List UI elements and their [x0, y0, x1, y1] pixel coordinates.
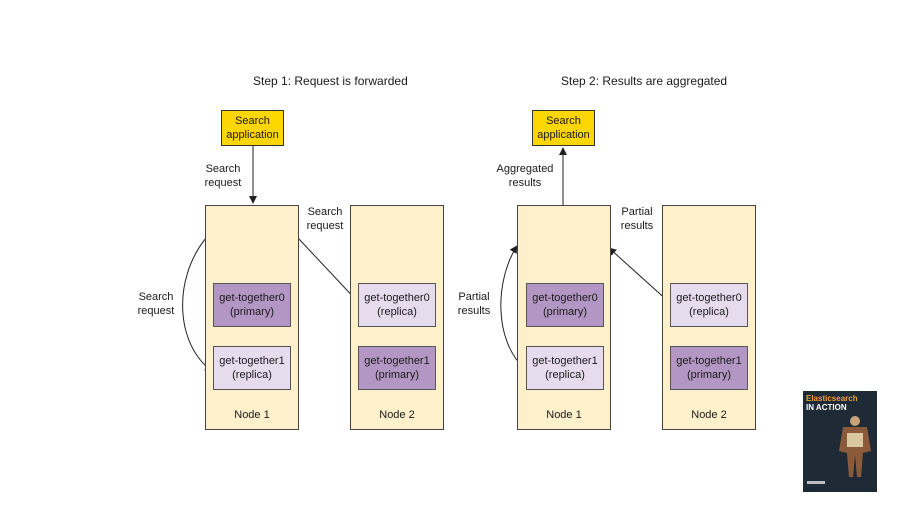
- shard-get-together0-primary: get-together0 (primary): [213, 283, 291, 327]
- arrow-node2-to-node1: [608, 247, 670, 303]
- shard-get-together1-primary: get-together1 (primary): [670, 346, 748, 390]
- app-label-line2: application: [226, 129, 279, 141]
- step2-title: Step 2: Results are aggregated: [561, 74, 728, 88]
- node-label: Node 1: [546, 409, 582, 421]
- node-label: Node 1: [234, 409, 270, 421]
- shard-get-together1-replica: get-together1 (replica): [526, 346, 604, 390]
- book-title-line1: Elasticsearch: [806, 394, 858, 403]
- node-label: Node 2: [379, 409, 415, 421]
- step2-node1: get-together0 (primary) get-together1 (r…: [517, 205, 611, 430]
- shard-get-together0-primary: get-together0 (primary): [526, 283, 604, 327]
- shard-get-together1-replica: get-together1 (replica): [213, 346, 291, 390]
- search-request-label-top: Search request: [204, 163, 242, 189]
- arrow-node1-internal: [182, 237, 213, 372]
- partial-results-label-mid: Partial results: [620, 206, 654, 232]
- partial-results-label-left: Partial results: [457, 291, 491, 317]
- app-label-line2: application: [537, 129, 590, 141]
- search-request-label-left: Search request: [137, 291, 175, 317]
- book-cover-image: Elasticsearch IN ACTION: [803, 391, 877, 492]
- shard-get-together1-primary: get-together1 (primary): [358, 346, 436, 390]
- book-illustration-icon: [807, 416, 871, 484]
- search-request-label-mid: Search request: [306, 206, 344, 232]
- step1-title: Step 1: Request is forwarded: [253, 74, 408, 88]
- app-label-line1: Search: [546, 115, 581, 127]
- app-label-line1: Search: [235, 115, 270, 127]
- step1-node2: get-together0 (replica) get-together1 (p…: [350, 205, 444, 430]
- node-label: Node 2: [691, 409, 727, 421]
- arrow-node1-to-node2: [297, 237, 360, 304]
- step2-node2: get-together0 (replica) get-together1 (p…: [662, 205, 756, 430]
- search-application-box: Search application: [532, 110, 595, 146]
- shard-get-together0-replica: get-together0 (replica): [358, 283, 436, 327]
- step1-node1: get-together0 (primary) get-together1 (r…: [205, 205, 299, 430]
- arrow-node1-internal-results: [500, 245, 527, 371]
- aggregated-results-label: Aggregated results: [496, 163, 554, 189]
- book-title-line2: IN ACTION: [806, 403, 847, 412]
- shard-get-together0-replica: get-together0 (replica): [670, 283, 748, 327]
- search-application-box: Search application: [221, 110, 284, 146]
